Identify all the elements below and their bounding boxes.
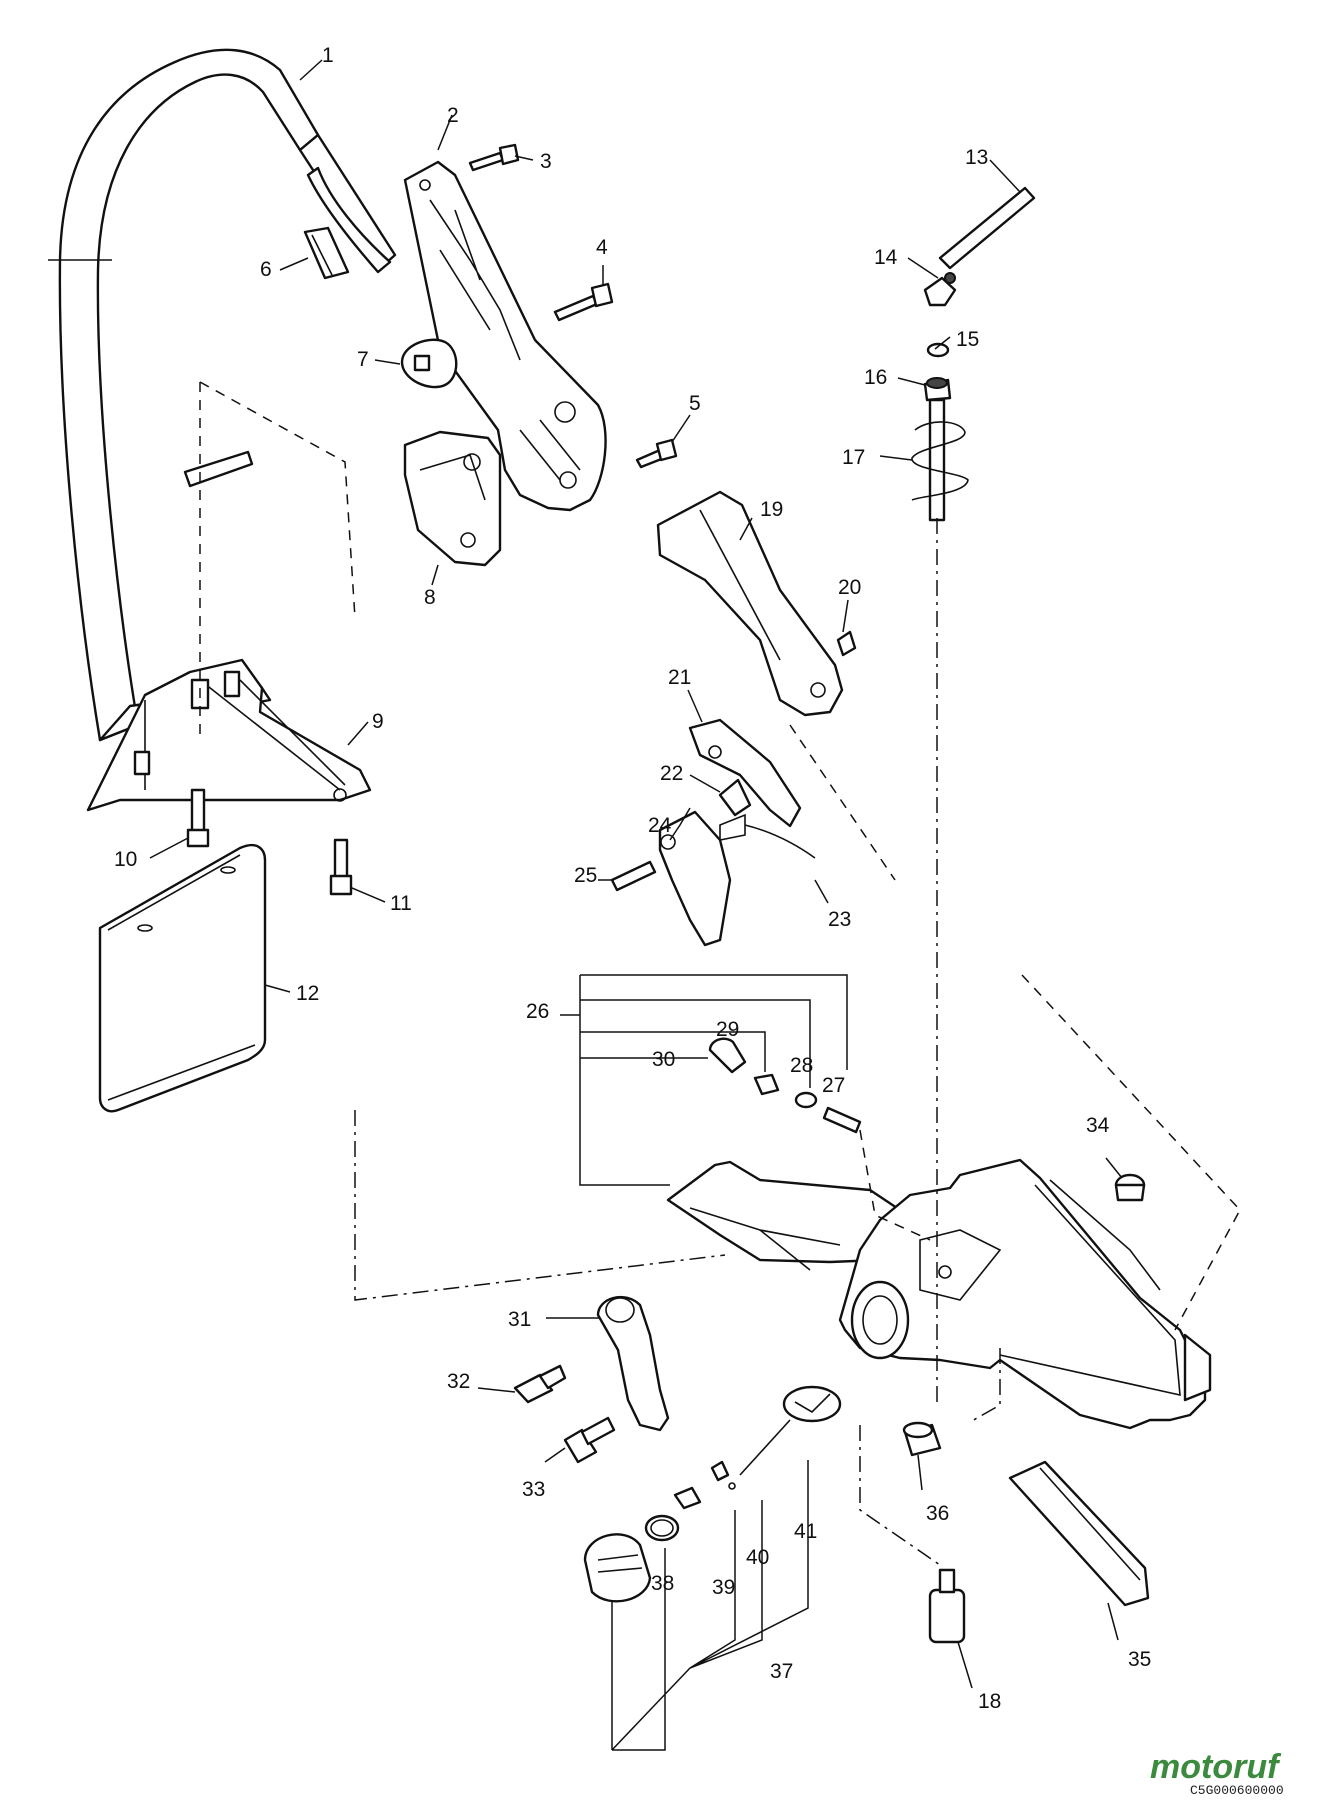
construction-lines (199, 381, 1241, 1566)
label-13: 13 (965, 146, 988, 169)
label-19: 19 (760, 498, 783, 521)
watermark: motoruf C5G000600000 (1150, 1748, 1284, 1798)
label-37: 37 (770, 1660, 793, 1683)
label-14: 14 (874, 246, 898, 269)
label-7: 7 (357, 348, 369, 371)
label-25: 25 (574, 864, 597, 887)
watermark-logo: motoruf (1150, 1748, 1282, 1786)
label-6: 6 (260, 258, 272, 281)
o-ring-part-38 (644, 1514, 680, 1542)
base-bracket-part-9 (86, 658, 372, 812)
clip-part-39 (673, 1486, 702, 1510)
main-housing (838, 1158, 1212, 1430)
label-3: 3 (540, 150, 552, 173)
screw-part-20 (836, 630, 857, 657)
label-36: 36 (926, 1502, 949, 1525)
screw-part-33 (563, 1416, 616, 1464)
plug-part-30 (708, 1037, 747, 1074)
arm-part-31 (596, 1295, 670, 1432)
label-2: 2 (447, 104, 459, 127)
stud-part-10 (186, 788, 210, 848)
label-9: 9 (372, 710, 384, 733)
label-41: 41 (794, 1520, 817, 1543)
label-15: 15 (956, 328, 979, 351)
label-8: 8 (424, 586, 436, 609)
bracket-block-part-6 (303, 226, 350, 280)
nut-part-28 (794, 1091, 818, 1109)
part-labels: 1 2 3 4 5 6 7 8 9 10 11 12 13 14 15 16 1… (114, 44, 1151, 1713)
spring-part-17 (911, 398, 969, 522)
label-26: 26 (526, 1000, 549, 1023)
plug-part-32 (513, 1364, 567, 1404)
label-40: 40 (746, 1546, 769, 1569)
label-34: 34 (1086, 1114, 1110, 1137)
pin-part-40 (710, 1460, 736, 1490)
label-31: 31 (508, 1308, 531, 1331)
label-27: 27 (822, 1074, 845, 1097)
label-10: 10 (114, 848, 137, 871)
label-17: 17 (842, 446, 865, 469)
clip-part-22 (718, 778, 752, 817)
label-35: 35 (1128, 1648, 1151, 1671)
front-handle-bar (48, 48, 397, 742)
rod-part-13 (938, 186, 1036, 270)
stud-part-11 (329, 838, 353, 896)
label-4: 4 (596, 236, 608, 259)
plug-part-36 (902, 1421, 942, 1457)
label-24: 24 (648, 814, 672, 837)
label-39: 39 (712, 1576, 735, 1599)
rubber-damper-part-7 (400, 338, 458, 389)
plate-part-12 (98, 843, 267, 1113)
label-33: 33 (522, 1478, 545, 1501)
label-28: 28 (790, 1054, 813, 1077)
grommet-part-16 (923, 377, 952, 402)
rear-handle-frame (403, 160, 607, 512)
plug-part-34 (1114, 1173, 1146, 1202)
diagram-code: C5G000600000 (1190, 1783, 1284, 1798)
cap-part-37 (583, 1533, 652, 1603)
label-32: 32 (447, 1370, 470, 1393)
pin-part-25 (610, 860, 657, 892)
strap-part-41 (739, 1385, 842, 1476)
label-23: 23 (828, 908, 851, 931)
label-29: 29 (716, 1018, 739, 1041)
label-21: 21 (668, 666, 691, 689)
label-38: 38 (651, 1572, 674, 1595)
lever-part-21 (688, 718, 802, 828)
label-12: 12 (296, 982, 319, 1005)
trigger-part-24 (658, 810, 732, 947)
spring-part-23 (719, 813, 816, 859)
filter-part-18 (928, 1568, 966, 1644)
screw-part-27 (822, 1106, 862, 1134)
bolt-part-3 (468, 143, 520, 172)
clip-part-14 (923, 272, 957, 307)
label-30: 30 (652, 1048, 675, 1071)
label-11: 11 (390, 892, 412, 915)
cover-part-19 (656, 490, 844, 717)
label-16: 16 (864, 366, 887, 389)
cover-part-35 (1008, 1460, 1150, 1607)
leader-lines (149, 59, 1123, 1689)
bolt-part-5 (635, 438, 678, 469)
assembly-brackets (560, 974, 848, 1751)
label-1: 1 (322, 44, 334, 67)
washer-part-15 (926, 342, 950, 358)
label-20: 20 (838, 576, 861, 599)
label-18: 18 (978, 1690, 1001, 1713)
label-22: 22 (660, 762, 683, 785)
mounting-plate-part-8 (403, 430, 502, 567)
bolt-part-4 (553, 282, 614, 322)
label-5: 5 (689, 392, 701, 415)
nut-part-29 (753, 1073, 780, 1096)
